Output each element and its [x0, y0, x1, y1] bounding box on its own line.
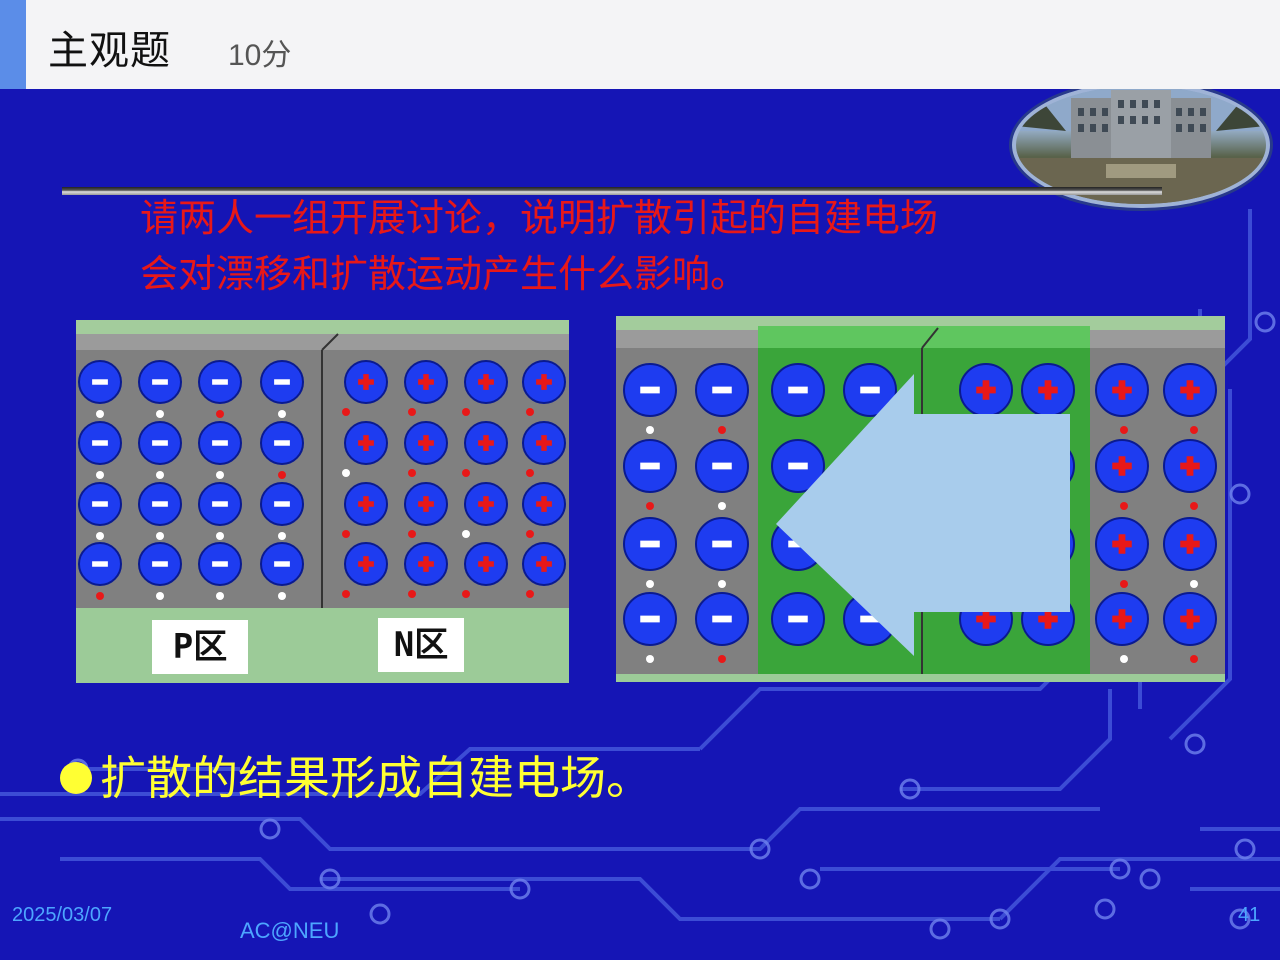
hole-dot: [96, 471, 104, 479]
electron-dot: [342, 590, 350, 598]
hole-dot: [156, 410, 164, 418]
hole-dot: [96, 532, 104, 540]
bullet-icon: [60, 761, 92, 794]
electron-dot: [216, 410, 224, 418]
hole-dot: [718, 502, 726, 510]
electron-dot: [718, 426, 726, 434]
header-bar: 主观题 10分: [0, 0, 1280, 89]
footer-author: AC@NEU: [240, 918, 340, 943]
conclusion-text: 扩散的结果形成自建电场。: [60, 742, 652, 808]
electron-dot: [1190, 502, 1198, 510]
electron-dot: [408, 530, 416, 538]
electron-dot: [1120, 580, 1128, 588]
circuit-board-background: [0, 209, 1280, 940]
hole-dot: [462, 530, 470, 538]
hole-dot: [216, 471, 224, 479]
electron-dot: [96, 592, 104, 600]
p-region-label: P区: [152, 620, 248, 674]
divider-line: [62, 187, 1162, 195]
electron-dot: [342, 408, 350, 416]
depletion-region-illustration: [616, 316, 1225, 682]
score-label: 10分: [228, 39, 292, 72]
electron-dot: [646, 502, 654, 510]
hole-dot: [216, 592, 224, 600]
hole-dot: [1120, 655, 1128, 663]
electron-dot: [408, 590, 416, 598]
electron-dot: [408, 408, 416, 416]
hole-dot: [646, 655, 654, 663]
electron-dot: [1120, 426, 1128, 434]
hole-dot: [718, 580, 726, 588]
pn-junction-diagram-after: [616, 316, 1225, 682]
electron-dot: [278, 471, 286, 479]
question-line-2: 会对漂移和扩散运动产生什么影响。: [140, 252, 749, 296]
electron-dot: [342, 530, 350, 538]
electron-dot: [526, 530, 534, 538]
built-in-field-arrow: [776, 374, 1070, 656]
pn-junction-diagram-before: P区 N区: [76, 320, 569, 683]
header-accent-bar: [0, 0, 26, 89]
hole-dot: [278, 592, 286, 600]
hole-dot: [1190, 580, 1198, 588]
discussion-question: 请两人一组开展讨论，说明扩散引起的自建电场 会对漂移和扩散运动产生什么影响。: [140, 190, 938, 302]
hole-dot: [156, 592, 164, 600]
footer-date: 2025/03/07: [12, 904, 113, 926]
electron-dot: [462, 408, 470, 416]
conclusion-label: 扩散的结果形成自建电场。: [100, 751, 652, 805]
hole-dot: [216, 532, 224, 540]
hole-dot: [646, 426, 654, 434]
electron-dot: [526, 590, 534, 598]
hole-dot: [278, 410, 286, 418]
n-region-label: N区: [378, 618, 464, 672]
hole-dot: [156, 532, 164, 540]
electron-dot: [462, 590, 470, 598]
electron-dot: [526, 469, 534, 477]
hole-dot: [96, 410, 104, 418]
electron-dot: [718, 655, 726, 663]
pn-junction-illustration: [76, 320, 569, 683]
hole-dot: [342, 469, 350, 477]
electron-dot: [526, 408, 534, 416]
electron-dot: [1120, 502, 1128, 510]
question-line-1: 请两人一组开展讨论，说明扩散引起的自建电场: [140, 196, 939, 240]
electron-dot: [408, 469, 416, 477]
electron-dot: [1190, 426, 1198, 434]
page-number: 41: [1238, 904, 1261, 926]
hole-dot: [156, 471, 164, 479]
hole-dot: [278, 532, 286, 540]
page-title: 主观题: [48, 28, 171, 74]
electron-dot: [1190, 655, 1198, 663]
hole-dot: [646, 580, 654, 588]
electron-dot: [462, 469, 470, 477]
